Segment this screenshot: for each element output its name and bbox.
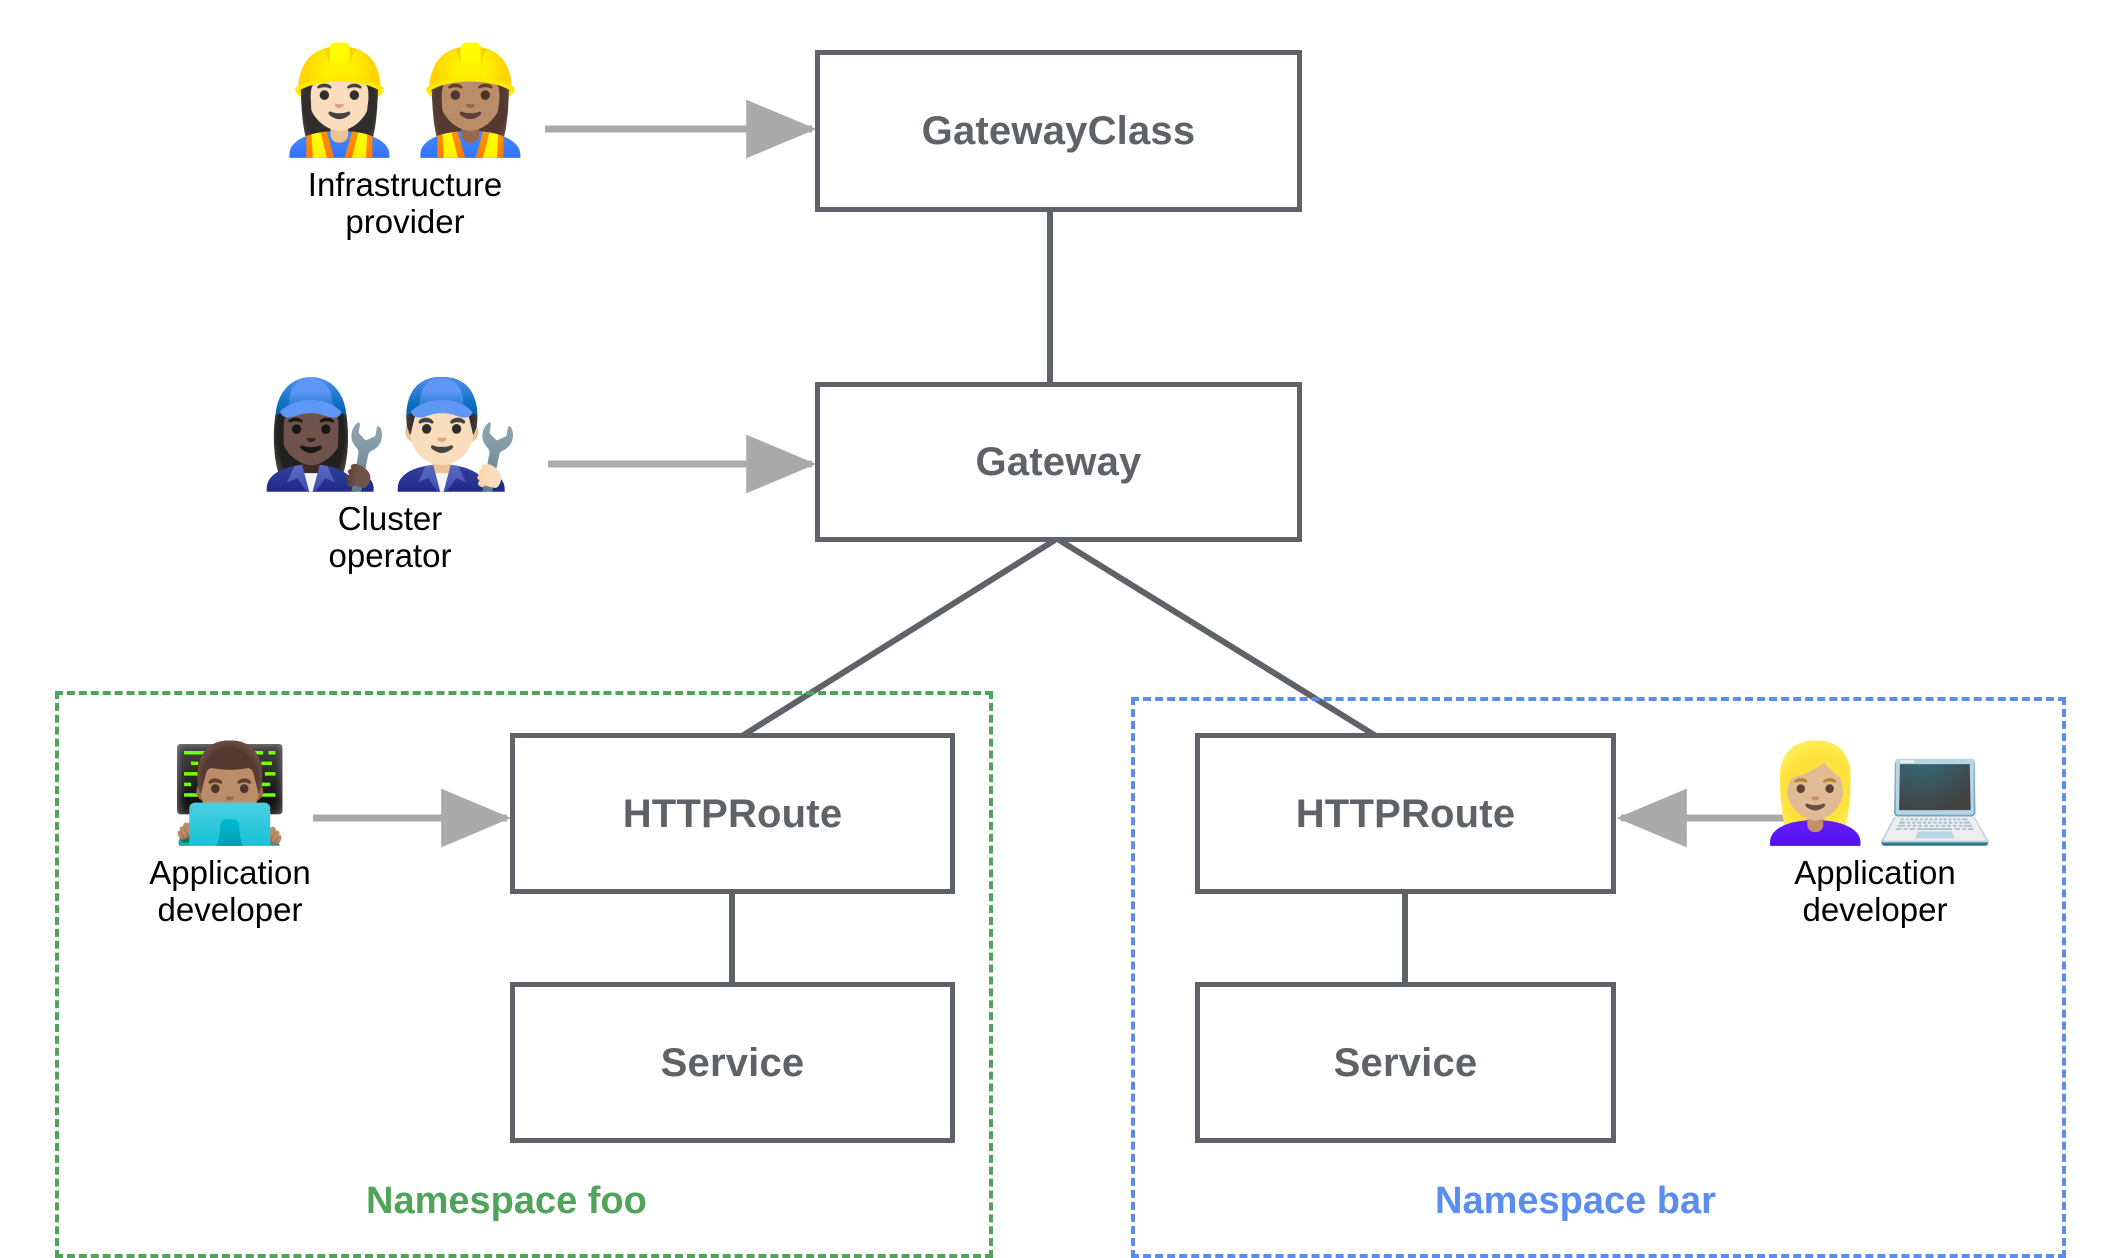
- persona-infrastructure-provider: 👷🏻‍♀️👷🏽‍♀️ Infrastructure provider: [225, 48, 585, 241]
- persona-application-developer-bar: 👱🏼‍♀️💻 Application developer: [1740, 745, 2010, 929]
- resource-box-gateway[interactable]: Gateway: [815, 382, 1302, 542]
- resource-label-httproute-foo: HTTPRoute: [622, 791, 843, 836]
- resource-box-httproute-foo[interactable]: HTTPRoute: [510, 733, 955, 894]
- man-technologist-emoji: 👨🏽‍💻: [170, 737, 290, 849]
- resource-box-httproute-bar[interactable]: HTTPRoute: [1195, 733, 1616, 894]
- persona-cluster-operator: 👩🏿‍🔧👨🏻‍🔧 Cluster operator: [210, 382, 570, 575]
- persona-application-developer-foo: 👨🏽‍💻 Application developer: [95, 745, 365, 929]
- namespace-label-bar: Namespace bar: [1435, 1180, 1716, 1222]
- resource-box-service-bar[interactable]: Service: [1195, 982, 1616, 1143]
- construction-worker-women-emoji: 👷🏻‍♀️👷🏽‍♀️: [274, 39, 536, 161]
- persona-caption-cluster-operator: Cluster operator: [328, 500, 452, 574]
- namespace-container-bar: [1131, 697, 2066, 1258]
- resource-label-gateway: Gateway: [975, 440, 1142, 484]
- resource-label-service-foo: Service: [660, 1040, 805, 1085]
- persona-caption-application-developer-foo: Application developer: [149, 854, 311, 928]
- persona-caption-infrastructure-provider: Infrastructure provider: [307, 166, 503, 240]
- persona-caption-application-developer-bar: Application developer: [1794, 854, 1956, 928]
- woman-technologist-emoji: 👱🏼‍♀️💻: [1755, 737, 1995, 849]
- resource-label-gatewayclass: GatewayClass: [921, 109, 1196, 153]
- namespace-label-foo: Namespace foo: [366, 1180, 647, 1222]
- resource-label-service-bar: Service: [1333, 1040, 1478, 1085]
- resource-box-service-foo[interactable]: Service: [510, 982, 955, 1143]
- mechanic-people-emoji: 👩🏿‍🔧👨🏻‍🔧: [259, 373, 521, 495]
- resource-box-gatewayclass[interactable]: GatewayClass: [815, 50, 1302, 212]
- resource-label-httproute-bar: HTTPRoute: [1295, 791, 1516, 836]
- namespace-container-foo: [55, 691, 993, 1258]
